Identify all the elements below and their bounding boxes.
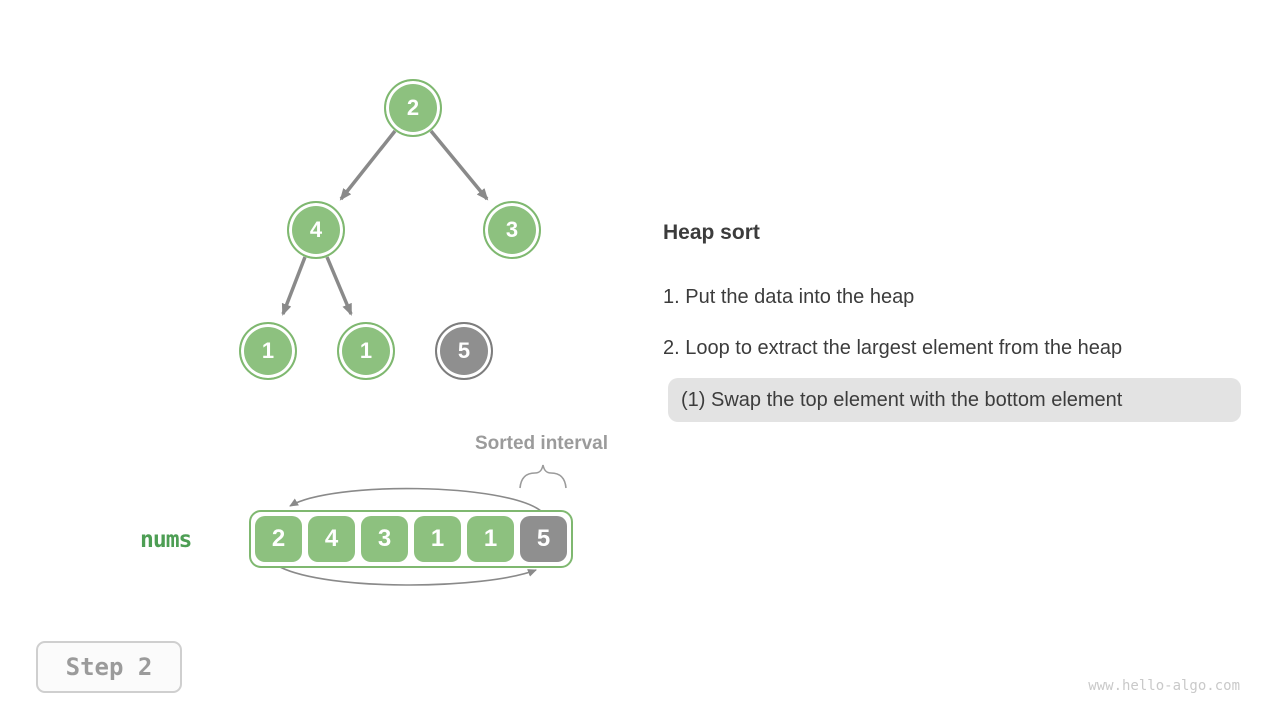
array-cell-value: 2 <box>271 525 286 552</box>
array-cell-value: 5 <box>536 525 551 552</box>
swap-arrow-bottom <box>279 566 537 586</box>
tree-node-value: 1 <box>359 338 373 363</box>
array-name-label: nums <box>140 527 192 553</box>
tree-edge-4-1-right <box>325 256 353 316</box>
swap-arrow-top <box>289 487 542 512</box>
watermark: www.hello-algo.com <box>1088 678 1240 694</box>
nums-array: 2 4 3 1 1 5 <box>249 510 573 568</box>
array-cell-1: 4 <box>308 516 355 562</box>
array-cell-value: 4 <box>324 525 339 552</box>
tree-node-root: 2 <box>384 79 442 137</box>
tree-node-value: 3 <box>505 217 519 242</box>
panel-step-2: 2. Loop to extract the largest element f… <box>663 337 1123 359</box>
tree-node-value: 2 <box>406 95 420 120</box>
panel-title: Heap sort <box>663 221 760 244</box>
tree-node-value: 4 <box>309 217 323 242</box>
step-badge: Step 2 <box>36 641 182 693</box>
tree-node-value: 1 <box>261 338 275 363</box>
current-substep-highlight: (1) Swap the top element with the bottom… <box>668 378 1241 422</box>
array-cell-2: 3 <box>361 516 408 562</box>
tree-node-value: 5 <box>457 338 471 363</box>
array-cell-0: 2 <box>255 516 302 562</box>
array-cell-value: 1 <box>430 525 445 552</box>
array-cell-value: 3 <box>377 525 392 552</box>
tree-edge-2-3 <box>429 129 489 201</box>
tree-node-sorted-5: 5 <box>435 322 493 380</box>
panel-step-1: 1. Put the data into the heap <box>663 286 915 308</box>
tree-node-leaf-1: 1 <box>239 322 297 380</box>
tree-node-right: 3 <box>483 201 541 259</box>
array-cell-5: 5 <box>520 516 567 562</box>
tree-node-leaf-2: 1 <box>337 322 395 380</box>
array-cell-value: 1 <box>483 525 498 552</box>
tree-node-left: 4 <box>287 201 345 259</box>
tree-edge-2-4 <box>339 129 397 201</box>
sorted-interval-label: Sorted interval <box>474 433 609 454</box>
array-cell-4: 1 <box>467 516 514 562</box>
sorted-interval-brace <box>519 464 567 489</box>
tree-edge-4-1-left <box>281 256 307 316</box>
array-cell-3: 1 <box>414 516 461 562</box>
